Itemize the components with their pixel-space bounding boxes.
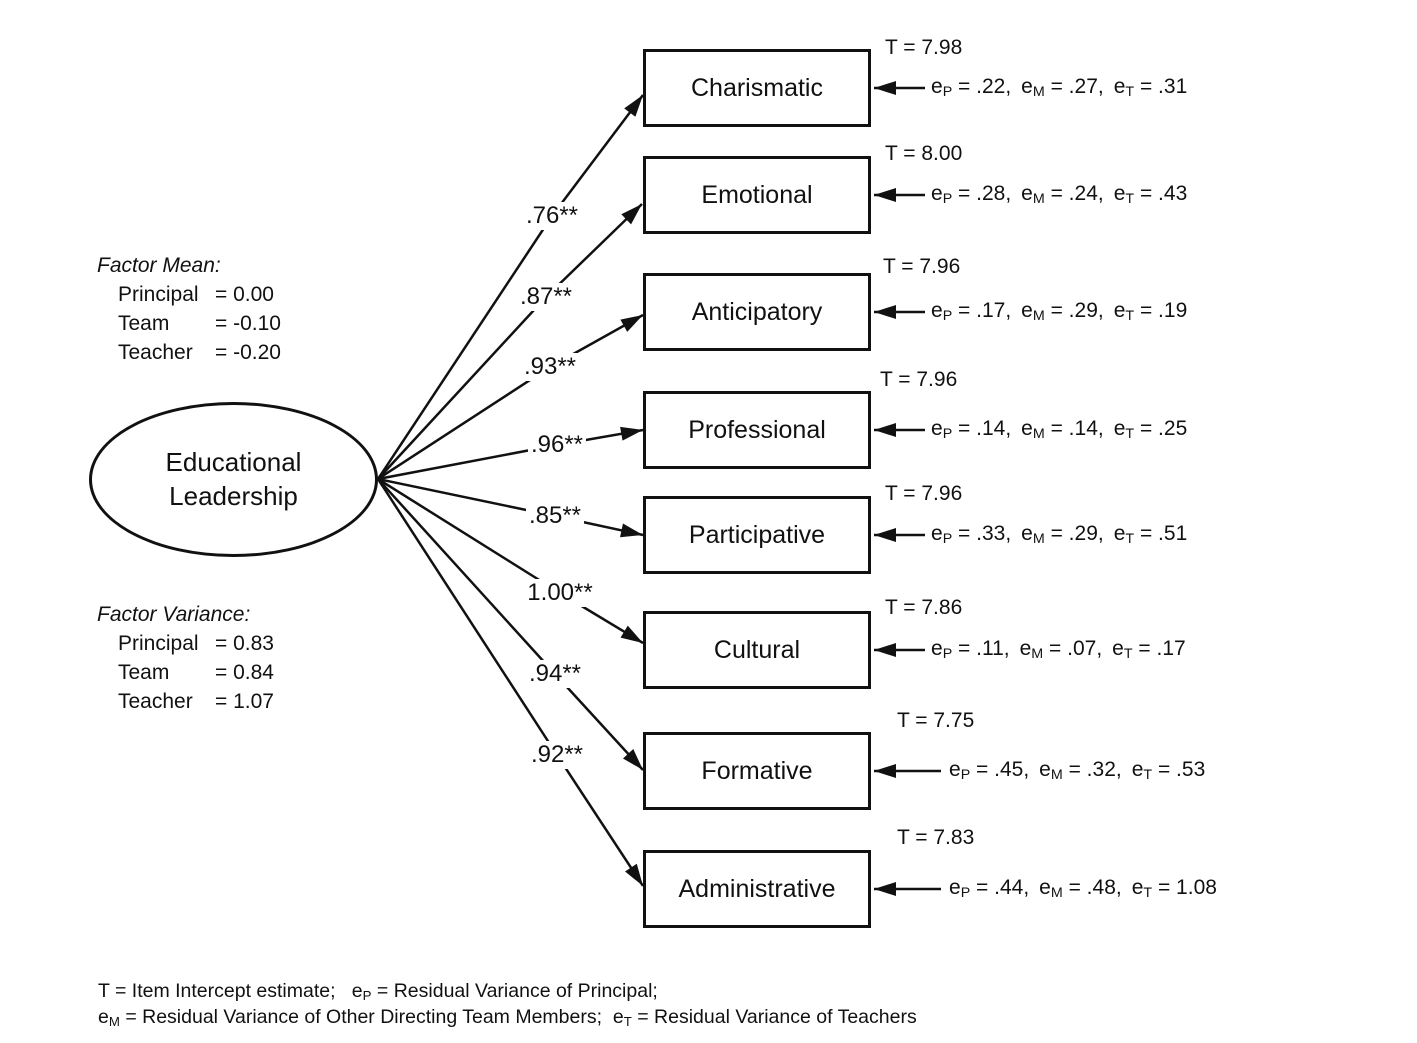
indicator-label: Emotional <box>701 180 813 209</box>
residual-values-emotional: eP = .28,eM = .24,eT = .43 <box>931 182 1188 208</box>
latent-label-line2: Leadership <box>169 480 298 511</box>
residual-values-charismatic: eP = .22,eM = .27,eT = .31 <box>931 75 1188 101</box>
intercept-label-emotional: T = 8.00 <box>885 142 963 165</box>
residual-values-participative: eP = .33,eM = .29,eT = .51 <box>931 522 1188 548</box>
loading-path-professional <box>377 443 558 481</box>
indicator-box-cultural: Cultural <box>643 611 871 689</box>
indicator-box-formative: Formative <box>643 732 871 810</box>
indicator-label: Professional <box>688 415 826 444</box>
latent-label-line1: Educational <box>165 446 302 477</box>
loading-path-formative <box>377 478 556 675</box>
indicator-box-participative: Participative <box>643 496 871 574</box>
factor-mean-row-principal: Principal = 0.00 <box>118 283 274 306</box>
indicator-label: Formative <box>701 756 813 785</box>
loading-arrow-charismatic <box>551 94 644 217</box>
intercept-label-professional: T = 7.96 <box>880 368 958 391</box>
loading-label-administrative: .92** <box>527 741 587 769</box>
factor-variance-row-principal: Principal = 0.83 <box>118 632 274 655</box>
loading-path-cultural <box>377 477 561 595</box>
loading-arrow-formative <box>554 673 644 771</box>
indicator-box-anticipatory: Anticipatory <box>643 273 871 351</box>
indicator-box-administrative: Administrative <box>643 850 871 928</box>
factor-variance-title: Factor Variance: <box>97 603 251 626</box>
intercept-label-anticipatory: T = 7.96 <box>883 255 961 278</box>
residual-values-anticipatory: eP = .17,eM = .29,eT = .19 <box>931 299 1188 325</box>
legend-line-1: T = Item Intercept estimate; eP = Residu… <box>98 980 658 1003</box>
loading-path-emotional <box>377 296 547 480</box>
loading-arrow-emotional <box>545 203 643 298</box>
loading-label-anticipatory: .93** <box>520 353 580 381</box>
residual-values-cultural: eP = .11,eM = .07,eT = .17 <box>931 637 1186 663</box>
intercept-label-administrative: T = 7.83 <box>897 826 975 849</box>
legend: T = Item Intercept estimate; eP = Residu… <box>98 978 917 1030</box>
loading-label-formative: .94** <box>525 660 585 688</box>
loading-label-professional: .96** <box>527 431 587 459</box>
factor-mean-row-teacher: Teacher = -0.20 <box>118 341 281 364</box>
indicator-box-professional: Professional <box>643 391 871 469</box>
loading-path-administrative <box>376 478 559 756</box>
indicator-label: Charismatic <box>691 73 823 102</box>
intercept-label-formative: T = 7.75 <box>897 709 975 732</box>
factor-variance-row-teacher: Teacher = 1.07 <box>118 690 274 713</box>
loading-label-cultural: 1.00** <box>524 579 596 607</box>
indicator-label: Anticipatory <box>691 297 823 326</box>
loading-path-charismatic <box>376 215 554 480</box>
loading-label-charismatic: .76** <box>522 202 582 230</box>
intercept-label-cultural: T = 7.86 <box>885 596 963 619</box>
legend-line-2: eM = Residual Variance of Other Directin… <box>98 1006 917 1029</box>
residual-values-administrative: eP = .44,eM = .48,eT = 1.08 <box>949 876 1217 902</box>
factor-mean-row-team: Team = -0.10 <box>118 312 281 335</box>
factor-variance-block: Factor Variance: Principal = 0.83 Team =… <box>97 600 274 716</box>
factor-variance-row-team: Team = 0.84 <box>118 661 274 684</box>
loading-arrow-administrative <box>555 754 645 887</box>
residual-values-professional: eP = .14,eM = .14,eT = .25 <box>931 417 1188 443</box>
loading-label-participative: .85** <box>525 502 585 530</box>
indicator-label: Participative <box>688 520 826 549</box>
factor-mean-block: Factor Mean: Principal = 0.00 Team = -0.… <box>97 251 281 367</box>
intercept-label-charismatic: T = 7.98 <box>885 36 963 59</box>
indicator-label: Administrative <box>678 874 836 903</box>
intercept-label-participative: T = 7.96 <box>885 482 963 505</box>
indicator-box-emotional: Emotional <box>643 156 871 234</box>
indicator-label: Cultural <box>713 635 801 664</box>
loading-path-participative <box>377 477 556 518</box>
latent-variable-ellipse: Educational Leadership <box>89 402 378 557</box>
loading-label-emotional: .87** <box>516 283 576 311</box>
indicator-box-charismatic: Charismatic <box>643 49 871 127</box>
loading-path-anticipatory <box>377 365 551 481</box>
residual-values-formative: eP = .45,eM = .32,eT = .53 <box>949 758 1206 784</box>
factor-mean-title: Factor Mean: <box>97 254 221 277</box>
